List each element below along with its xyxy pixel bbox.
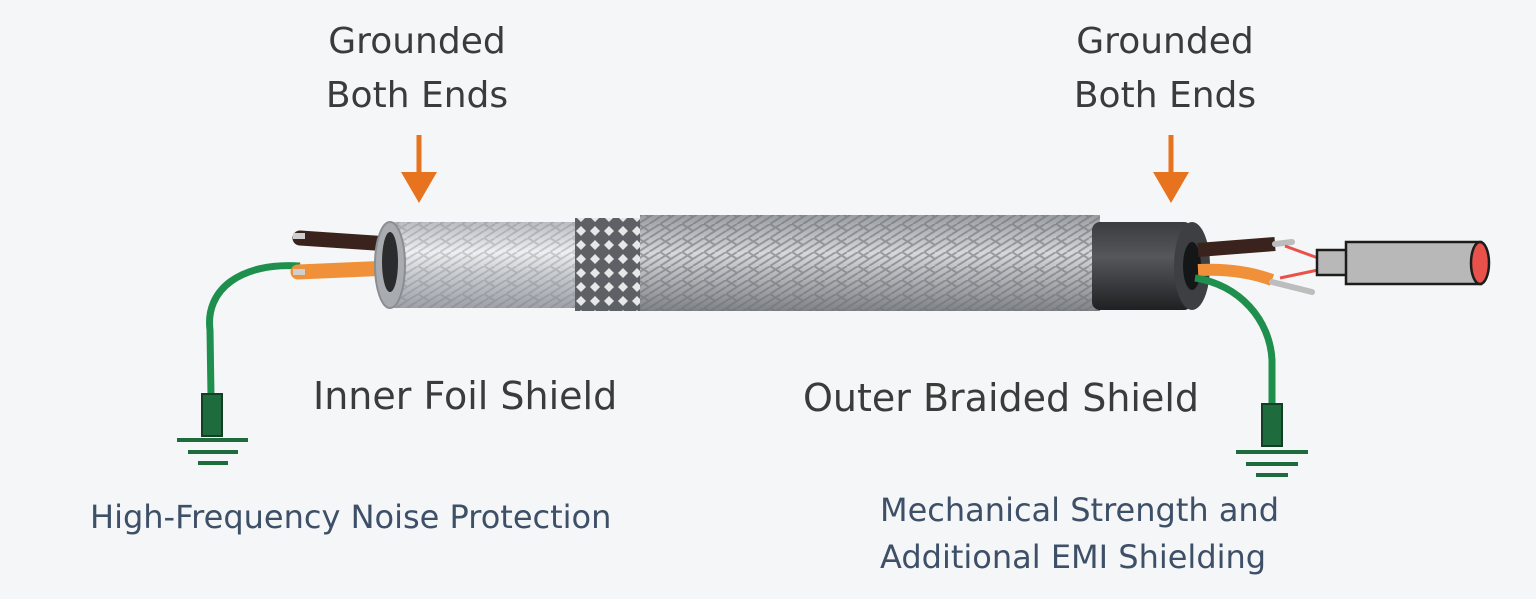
down-arrow-icon xyxy=(1153,135,1189,203)
down-arrow-icon xyxy=(401,135,437,203)
outer-shield-label: Outer Braided Shield xyxy=(803,376,1200,420)
cable-end-boot xyxy=(1092,222,1210,310)
label-line: Both Ends xyxy=(325,75,509,116)
outer-braided-shield xyxy=(640,215,1100,311)
braid-mesh-band xyxy=(575,218,643,311)
ground-wire xyxy=(206,262,301,397)
inner-shield-label: Inner Foil Shield xyxy=(313,374,618,418)
ground-terminal xyxy=(1261,403,1283,447)
label-line: Grounded xyxy=(328,21,506,62)
right-ground-label: Grounded Both Ends xyxy=(1015,15,1315,123)
left-ground-label: Grounded Both Ends xyxy=(267,15,567,123)
description-line: Additional EMI Shielding xyxy=(880,538,1267,576)
outer-shield-description: Mechanical Strength and Additional EMI S… xyxy=(880,487,1279,581)
ground-symbol-icon xyxy=(177,438,248,465)
inner-shield-description: High-Frequency Noise Protection xyxy=(90,498,612,536)
ground-symbol-icon xyxy=(1236,450,1308,477)
ground-terminal xyxy=(201,393,223,437)
connector-plug-icon xyxy=(1315,240,1491,286)
label-line: Both Ends xyxy=(1073,75,1257,116)
description-line: Mechanical Strength and xyxy=(880,491,1280,529)
inner-foil-shield xyxy=(374,221,580,309)
label-line: Grounded xyxy=(1076,21,1254,62)
ground-wire xyxy=(1194,274,1276,405)
